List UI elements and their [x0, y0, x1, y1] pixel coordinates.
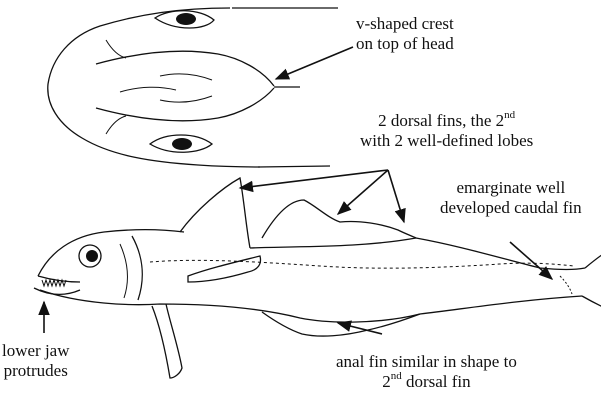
dorsal-label-line1: 2 dorsal fins, the 2nd: [360, 111, 533, 131]
anal-fin-label: anal fin similar in shape to 2nd dorsal …: [336, 352, 517, 392]
lateral-line: [150, 260, 574, 268]
crest-label: v-shaped crest on top of head: [356, 14, 454, 54]
pelvic-fin: [152, 304, 182, 378]
eye-lower: [172, 138, 192, 150]
crest-label-line2: on top of head: [356, 34, 454, 54]
second-dorsal-fin: [262, 200, 416, 238]
crest-arrow: [276, 47, 353, 79]
head-top-view: [48, 8, 338, 167]
dorsal-arrow-first: [240, 170, 388, 188]
caudal-arrow: [510, 242, 552, 279]
mouth-lower-jaw: [34, 288, 80, 294]
eye-upper: [176, 13, 196, 25]
caudal-label-line2: developed caudal fin: [440, 198, 582, 218]
dorsal-label-sup: nd: [504, 109, 515, 121]
gill-cover: [132, 236, 142, 300]
dorsal-arrow-third: [388, 170, 404, 222]
caudal-label-line1: emarginate well: [440, 178, 582, 198]
jaw-label-line1: lower jaw: [2, 341, 70, 361]
teeth: [42, 280, 66, 286]
fish-pupil: [86, 250, 98, 262]
body-lower-outline: [40, 290, 582, 322]
dorsal-arrow-second: [338, 170, 388, 214]
crest-line-lower: [96, 88, 274, 121]
dorsal-label-line2: with 2 well-defined lobes: [360, 131, 533, 151]
anal-label-sup: nd: [391, 370, 402, 382]
crest-label-line1: v-shaped crest: [356, 14, 454, 34]
jaw-label-line2: protrudes: [2, 361, 70, 381]
lower-jaw-label: lower jaw protrudes: [2, 341, 70, 381]
body-upper-outline: [38, 230, 585, 276]
first-dorsal-fin: [180, 178, 250, 248]
caudal-fin: [582, 242, 601, 320]
head-top-back-lower: [258, 166, 330, 167]
mouth-upper-jaw: [38, 276, 80, 282]
anal-label-line1: anal fin similar in shape to: [336, 352, 517, 372]
caudal-fin-label: emarginate well developed caudal fin: [440, 178, 582, 218]
anal-label-line2: 2nd dorsal fin: [336, 372, 517, 392]
dorsal-fins-label: 2 dorsal fins, the 2nd with 2 well-defin…: [360, 111, 533, 151]
